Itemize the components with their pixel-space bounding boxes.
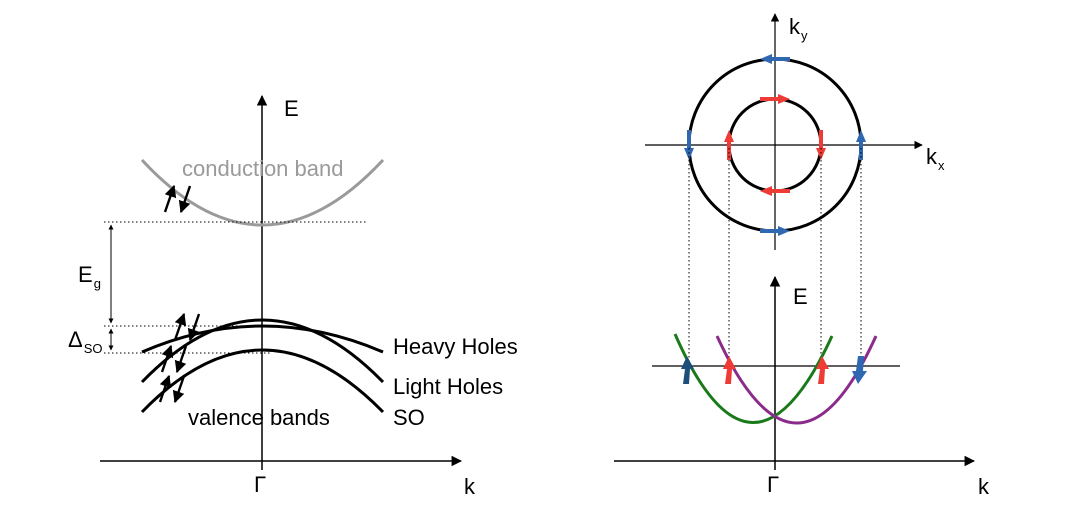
split-off-band xyxy=(140,348,385,414)
spin-down-arrow xyxy=(172,375,186,404)
blue-down-arrow xyxy=(852,356,867,384)
conduction-band-label: conduction band xyxy=(182,156,343,181)
valence-bands-label: valence bands xyxy=(188,405,330,430)
red-up-arrow xyxy=(723,356,736,384)
spin-up-arrow xyxy=(158,374,172,403)
spin-up-arrow xyxy=(163,184,177,213)
left-gamma-label: Γ xyxy=(254,472,266,497)
heavy-holes-band xyxy=(141,324,384,354)
spin-down-arrow xyxy=(174,345,188,374)
projection-lines xyxy=(688,148,862,372)
spin-down-arrow xyxy=(178,185,192,214)
spin-orbit-gap-label: ΔSO xyxy=(68,327,103,356)
dark-blue-up-arrow xyxy=(681,356,694,384)
spin-arrow-right xyxy=(760,94,790,104)
spin-down-arrow xyxy=(187,313,201,342)
right-k-axis-label: k xyxy=(978,474,990,499)
outer-circle-spin-arrows xyxy=(684,54,866,236)
left-panel: E k Γ conduction band Eg ΔSO Heavy Holes… xyxy=(68,94,518,499)
purple-spin-band xyxy=(715,335,878,425)
spin-arrow-up xyxy=(856,130,866,160)
right-energy-axis-label: E xyxy=(793,284,808,309)
spin-arrow-left xyxy=(760,54,790,64)
right-panel: ky kx E Γ k xyxy=(614,13,990,499)
spin-up-arrow xyxy=(173,312,187,341)
kx-axis-label: kx xyxy=(926,144,945,173)
spin-arrow-left xyxy=(760,186,790,196)
spin-arrow-up xyxy=(724,130,734,160)
right-gamma-label: Γ xyxy=(767,472,779,497)
spin-arrow-down xyxy=(684,130,694,160)
light-holes-label: Light Holes xyxy=(393,374,503,399)
left-energy-axis-label: E xyxy=(284,96,299,121)
red-up-arrow xyxy=(816,356,829,384)
left-k-axis-label: k xyxy=(464,474,476,499)
ky-axis-label: ky xyxy=(789,14,808,43)
spin-arrow-right xyxy=(760,226,790,236)
energy-gap-label: Eg xyxy=(78,262,101,291)
heavy-holes-label: Heavy Holes xyxy=(393,334,518,359)
spin-arrow-down xyxy=(816,130,826,160)
green-spin-band xyxy=(673,333,834,424)
spin-up-arrow xyxy=(160,344,174,373)
inner-circle-spin-arrows xyxy=(724,94,826,196)
split-off-label: SO xyxy=(393,405,425,430)
spin-pair-arrows xyxy=(158,184,201,404)
